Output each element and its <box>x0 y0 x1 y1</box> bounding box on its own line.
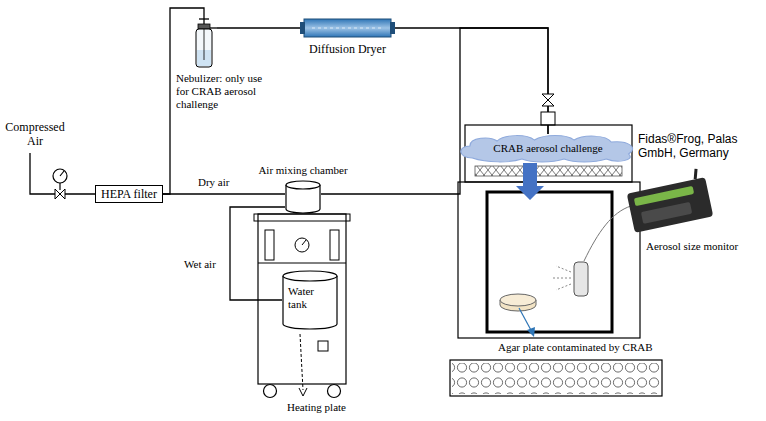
node-text: HEPA filter <box>101 187 157 201</box>
cabinet-shelf <box>258 263 346 264</box>
cabinet-top <box>254 214 350 221</box>
dryer-cap <box>390 22 395 34</box>
monitor-body <box>627 177 714 233</box>
monitor-label: Aerosol size monitor <box>646 240 738 253</box>
plate-leader-head <box>527 327 535 337</box>
plate-label: Agar plate contaminated by CRAB <box>498 341 653 354</box>
exposure-box <box>487 192 612 332</box>
instrument-label: Fidas®Frog, Palas GmbH, Germany <box>638 132 762 160</box>
flow-label: Wet air <box>184 258 216 271</box>
cabinet-wheel <box>328 385 341 398</box>
tank-body <box>283 276 337 329</box>
node-text: CRAB aerosol challenge <box>455 142 641 155</box>
water-tank: Water tank <box>282 270 338 330</box>
inlet-coupling <box>541 112 555 125</box>
filter-box: HEPA filter <box>95 185 163 203</box>
gauge-needle <box>60 171 64 176</box>
chamber-base <box>450 360 662 396</box>
humidifier-cabinet <box>258 214 346 384</box>
node-outline <box>191 16 217 68</box>
node-text: Diffusion Dryer <box>309 42 386 56</box>
pressure-gauge <box>53 169 67 183</box>
mixing-chamber: Air mixing chamber <box>285 180 321 214</box>
probe-tube <box>584 206 631 261</box>
tank-top <box>283 271 337 281</box>
nebulizer-cap <box>198 24 210 29</box>
aerosol-cloud: CRAB aerosol challenge <box>455 134 641 162</box>
nebulizer-bottle <box>196 29 212 67</box>
inlet-valve <box>55 189 65 199</box>
chamber-top <box>286 181 320 189</box>
chamber-valve <box>542 94 554 106</box>
air-pipe <box>395 28 548 134</box>
cabinet-wheel <box>264 385 277 398</box>
air-inlet-pipe <box>30 153 95 194</box>
plate-leader <box>519 308 532 332</box>
agar-plate-top <box>500 294 536 306</box>
monitor-panel <box>641 202 692 224</box>
heater-switch <box>318 341 328 351</box>
gauge-needle <box>302 240 306 245</box>
inlet-label: Compressed Air <box>4 120 66 148</box>
node-text: Water tank <box>288 285 332 311</box>
cabinet-slot <box>330 230 339 260</box>
heater-leader-head <box>299 388 307 396</box>
heater-leader <box>300 334 303 390</box>
flow-arrow <box>516 163 544 200</box>
node-text: Nebulizer: only use for CRAB aerosol cha… <box>176 72 276 111</box>
dryer-cap <box>300 22 305 34</box>
dryer-desiccant <box>312 28 383 29</box>
nebulizer-handle <box>199 18 209 19</box>
nebulizer-dip-tube <box>204 29 205 60</box>
aerosol-monitor <box>625 167 714 233</box>
humidity-gauge <box>295 238 309 252</box>
dryer-body <box>304 19 391 37</box>
dryer-cylinder: Diffusion Dryer <box>300 18 395 38</box>
cabinet-slot <box>265 230 274 260</box>
gauge-stem <box>59 183 60 190</box>
nebulizer-icon: Nebulizer: only use for CRAB aerosol cha… <box>191 16 217 68</box>
spray-lines <box>553 266 571 290</box>
diffuser-mesh <box>475 166 622 176</box>
node-text: Air mixing chamber <box>258 164 347 177</box>
air-pipe <box>217 27 300 28</box>
air-pipe <box>163 193 285 194</box>
monitor-antenna <box>693 169 698 179</box>
flow-label: Dry air <box>198 176 229 189</box>
nebulizer-tube <box>203 16 204 24</box>
node-outline <box>300 18 395 38</box>
sampling-probe <box>574 262 588 296</box>
heater-label: Heating plate <box>287 401 346 414</box>
base-vents <box>452 363 660 394</box>
chamber-body <box>458 182 640 338</box>
node-outline <box>285 180 321 214</box>
